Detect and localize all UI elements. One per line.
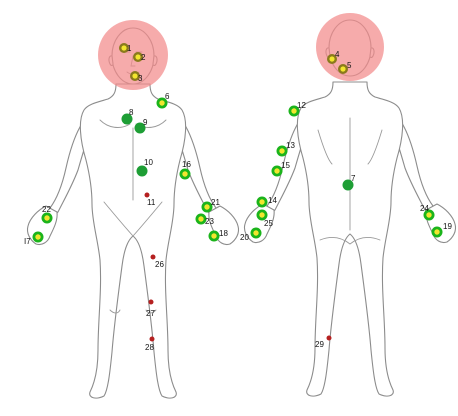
point-24-label: 24 <box>420 204 429 213</box>
point-27-label: 27 <box>146 309 155 318</box>
point-7-label: 7 <box>351 174 356 183</box>
point-14-label: 14 <box>268 196 277 205</box>
point-16-label: 16 <box>182 160 191 169</box>
point-22-label: 22 <box>42 205 51 214</box>
point-19-label: 19 <box>443 222 452 231</box>
point-4-label: 4 <box>335 50 340 59</box>
point-9-label: 9 <box>143 118 148 127</box>
point-25-label: 25 <box>264 219 273 228</box>
point-10-label: 10 <box>144 158 153 167</box>
point-18-label: 18 <box>219 229 228 238</box>
point-1-label: 1 <box>127 44 132 53</box>
point-17-label: I7 <box>24 237 31 246</box>
point-5-label: 5 <box>347 61 352 70</box>
point-6-label: 6 <box>165 92 170 101</box>
point-11-label: 11 <box>147 198 156 207</box>
point-1[interactable]: 1 <box>119 43 132 53</box>
point-12-label: 12 <box>297 101 306 110</box>
point-20-label: 20 <box>240 233 249 242</box>
point-29-label: 29 <box>315 340 324 349</box>
point-15-label: 15 <box>281 161 290 170</box>
point-3-label: 3 <box>138 74 143 83</box>
point-23-label: 23 <box>205 217 214 226</box>
point-26-label: 26 <box>155 260 164 269</box>
point-22[interactable]: 22 <box>42 205 53 224</box>
point-28-label: 28 <box>145 343 154 352</box>
point-8-label: 8 <box>129 108 134 117</box>
point-2[interactable]: 2 <box>133 52 146 62</box>
back-head-zone <box>316 13 384 81</box>
point-13-label: 13 <box>286 141 295 150</box>
point-21-label: 21 <box>211 198 220 207</box>
point-28[interactable]: 28 <box>145 337 155 353</box>
point-2-label: 2 <box>141 53 146 62</box>
